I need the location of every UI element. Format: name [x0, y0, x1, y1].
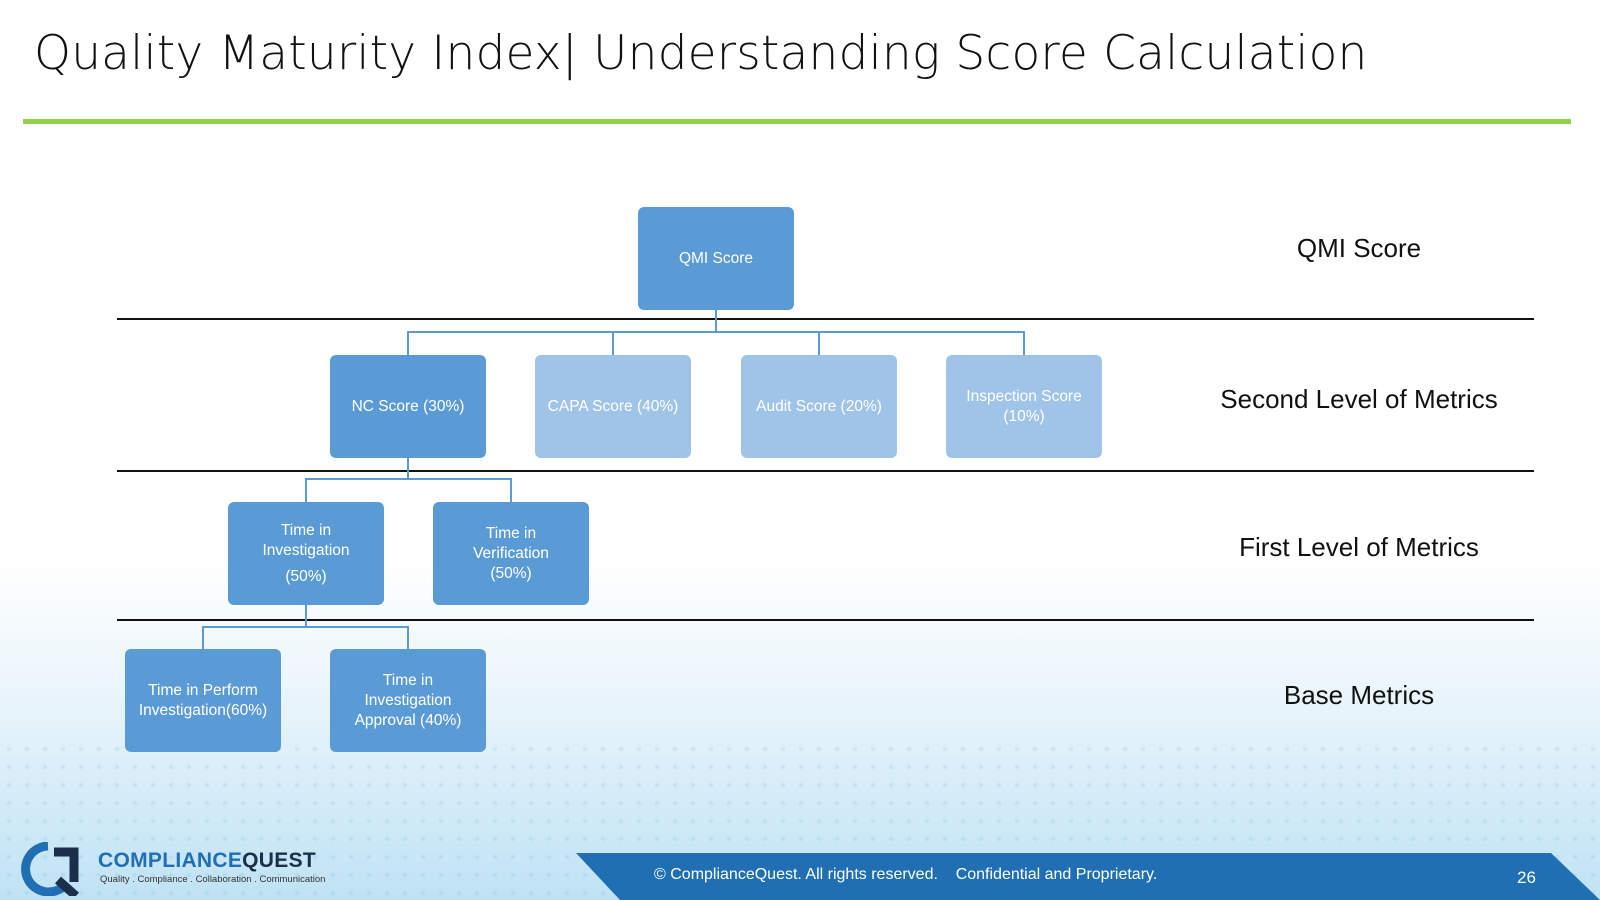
level-label-qmi: QMI Score — [1296, 233, 1422, 263]
connector-to-nc — [407, 331, 409, 355]
connector-to-time-perform — [202, 626, 204, 649]
logo-q-icon — [21, 842, 79, 896]
level-label-first: First Level of Metrics — [1239, 532, 1479, 562]
footer-copyright: © ComplianceQuest. All rights reserved. … — [654, 866, 1158, 883]
inspection-score-box: Inspection Score (10%) — [946, 355, 1102, 458]
nc-score-box: NC Score (30%) — [330, 355, 486, 458]
time-in-verification-box: Time in Verification (50%) — [433, 502, 589, 605]
page-number: 26 — [1517, 868, 1536, 887]
level-divider-2 — [117, 470, 1534, 472]
connector-first-level-bar — [305, 478, 512, 480]
level-label-base: Base Metrics — [1283, 680, 1435, 710]
connector-investigation-down — [305, 604, 307, 627]
time-in-perform-investigation-box: Time in Perform Investigation(60%) — [125, 649, 281, 752]
connector-to-audit — [818, 331, 820, 355]
connector-to-time-verification — [510, 478, 512, 502]
slide-title: Quality Maturity Index| Understanding Sc… — [34, 26, 1368, 81]
compliancequest-logo: COMPLIANCEQUEST Quality . Compliance . C… — [14, 842, 334, 896]
capa-score-box: CAPA Score (40%) — [535, 355, 691, 458]
connector-base-level-bar — [202, 626, 409, 628]
connector-to-inspection — [1023, 331, 1025, 355]
time-in-investigation-box: Time in Investigation (50%) — [228, 502, 384, 605]
logo-tagline: Quality . Compliance . Collaboration . C… — [100, 874, 326, 885]
connector-second-level-bar — [407, 331, 1025, 333]
logo-wordmark: COMPLIANCEQUEST — [98, 849, 317, 872]
level-divider-1 — [117, 318, 1534, 320]
title-underline — [23, 119, 1571, 124]
connector-to-time-approval — [407, 626, 409, 649]
footer-band — [576, 853, 1600, 900]
time-in-investigation-approval-box: Time in Investigation Approval (40%) — [330, 649, 486, 752]
connector-to-capa — [612, 331, 614, 355]
level-divider-3 — [117, 619, 1534, 621]
connector-qmi-down — [715, 310, 717, 332]
qmi-score-box: QMI Score — [638, 207, 794, 310]
audit-score-box: Audit Score (20%) — [741, 355, 897, 458]
connector-to-time-investigation — [305, 478, 307, 502]
level-label-second: Second Level of Metrics — [1220, 384, 1498, 414]
connector-nc-down — [407, 457, 409, 479]
